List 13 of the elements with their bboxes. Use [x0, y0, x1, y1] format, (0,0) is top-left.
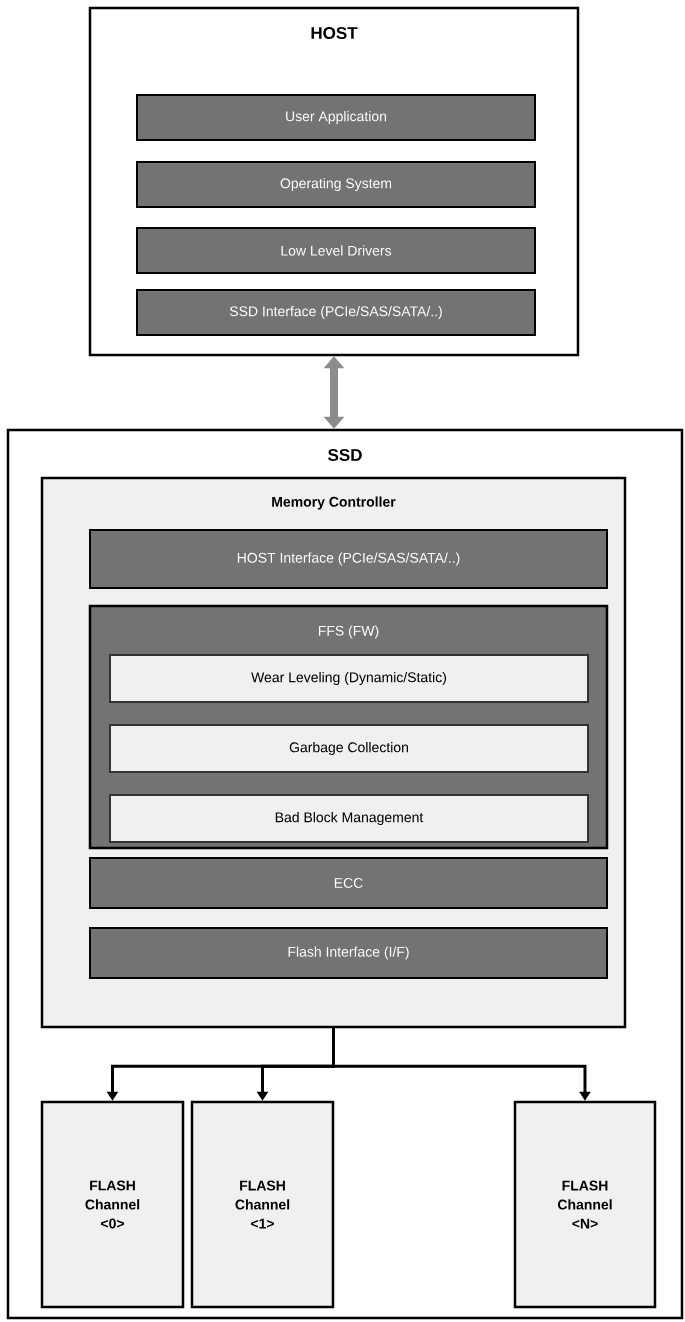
layer-box: HOST Interface (PCIe/SAS/SATA/..): [89, 529, 608, 589]
function-box: Bad Block Management: [109, 794, 589, 843]
function-box: Wear Leveling (Dynamic/Static): [109, 654, 589, 703]
layer-box: Operating System: [136, 161, 536, 208]
flash-channel-box: FLASH Channel <N>: [513, 1100, 657, 1309]
layer-box: User Application: [136, 94, 536, 141]
flash-channel-box: FLASH Channel <0>: [40, 1100, 185, 1309]
flash-channel-box: FLASH Channel <1>: [190, 1100, 335, 1309]
layer-box: SSD Interface (PCIe/SAS/SATA/..): [136, 289, 536, 336]
layer-box: Low Level Drivers: [136, 227, 536, 274]
function-box: Garbage Collection: [109, 724, 589, 773]
layer-box: ECC: [89, 857, 608, 909]
layer-box: Flash Interface (I/F): [89, 927, 608, 979]
